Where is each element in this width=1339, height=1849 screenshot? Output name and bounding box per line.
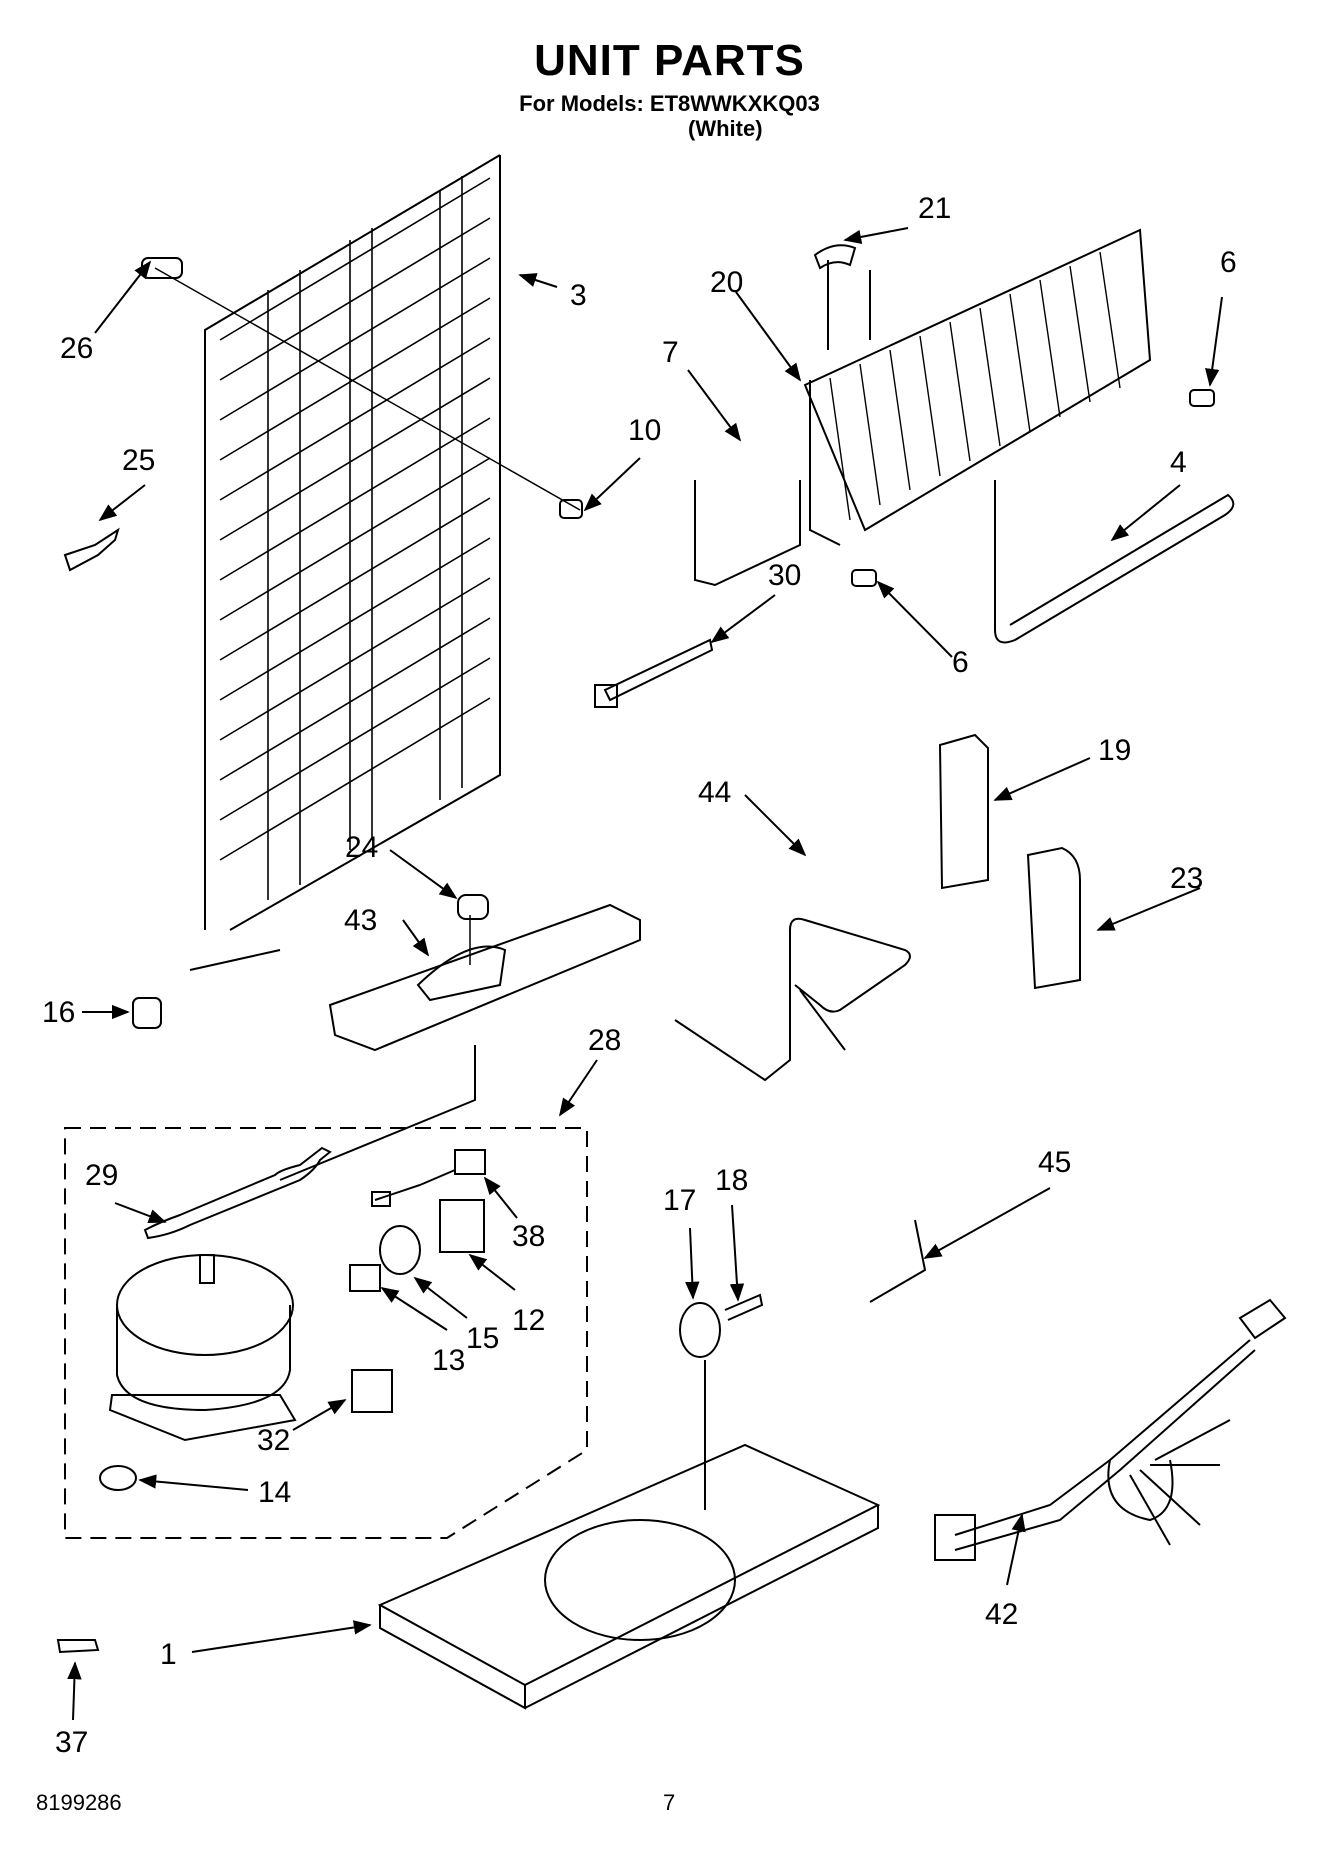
compressor-base-plate — [377, 1443, 881, 1710]
evaporator-bracket — [694, 480, 801, 587]
tube-45 — [869, 1219, 927, 1303]
capacitor — [351, 1369, 393, 1413]
callout-c38: 38 — [512, 1220, 545, 1253]
callout-c4: 4 — [1170, 446, 1187, 479]
gasket-37 — [56, 1639, 100, 1654]
callout-c37: 37 — [55, 1726, 88, 1759]
page-number: 7 — [663, 1790, 676, 1815]
document-number: 8199286 — [36, 1790, 122, 1815]
model-line: For Models: ET8WWKXKQ03 — [519, 91, 820, 116]
grommet-17 — [679, 1302, 721, 1358]
foam-block-upper — [938, 733, 989, 890]
callout-c42: 42 — [985, 1598, 1018, 1631]
callout-c32: 32 — [257, 1424, 290, 1457]
overload-protector — [379, 1225, 421, 1275]
grommet — [457, 894, 489, 920]
callout-c13: 13 — [432, 1344, 465, 1377]
callout-c24: 24 — [345, 831, 378, 864]
callout-c23: 23 — [1170, 862, 1203, 895]
callout-c12: 12 — [512, 1304, 545, 1337]
compressor-assembly-box — [64, 1127, 588, 1539]
compressor — [108, 1254, 297, 1442]
callout-c44: 44 — [698, 776, 731, 809]
evaporator — [803, 228, 1152, 546]
callout-c15: 15 — [466, 1322, 499, 1355]
callout-c17: 17 — [663, 1184, 696, 1217]
callout-c3: 3 — [570, 279, 587, 312]
callout-c20: 20 — [710, 266, 743, 299]
compressor-grommet — [99, 1465, 137, 1491]
foam-block-lower — [1026, 846, 1081, 990]
callout-c14: 14 — [258, 1476, 291, 1509]
callout-c18: 18 — [715, 1164, 748, 1197]
callout-c10: 10 — [628, 414, 661, 447]
drain-pan — [328, 903, 641, 1052]
callout-c19: 19 — [1098, 734, 1131, 767]
condenser-plug — [141, 257, 183, 279]
callout-c1: 1 — [160, 1638, 177, 1671]
callout-c7: 7 — [662, 336, 679, 369]
filter-drier — [143, 1146, 332, 1240]
wire-clip — [132, 997, 162, 1029]
cable-tie — [603, 638, 714, 702]
callout-c16: 16 — [42, 996, 75, 1029]
callout-c43: 43 — [344, 904, 377, 937]
evaporator-clip — [813, 244, 857, 270]
terminal-cover — [349, 1264, 381, 1292]
callout-c21: 21 — [918, 192, 951, 225]
leader-lines — [67, 227, 1223, 1721]
callout-labels: 21 20 6 3 26 7 10 4 25 30 6 19 44 24 23 43 16 28 45 29 18 17 3… — [42, 192, 1237, 1759]
defrost-heater — [994, 480, 1235, 644]
condenser-coil — [189, 154, 501, 971]
callout-c6b: 6 — [952, 646, 969, 679]
drain-tube — [674, 917, 911, 1082]
callout-c29: 29 — [85, 1159, 118, 1192]
callout-c6a: 6 — [1220, 246, 1237, 279]
power-cord-harness — [934, 1298, 1287, 1561]
mounting-bracket — [63, 527, 120, 572]
callout-c28: 28 — [588, 1024, 621, 1057]
compressor-wire-harness — [374, 1169, 456, 1201]
start-relay — [439, 1199, 485, 1253]
callout-c30: 30 — [768, 559, 801, 592]
callout-c45: 45 — [1038, 1146, 1071, 1179]
model-variant: (White) — [688, 116, 763, 141]
page-title: UNIT PARTS — [534, 36, 805, 85]
callout-c25: 25 — [122, 444, 155, 477]
callout-c26: 26 — [60, 332, 93, 365]
